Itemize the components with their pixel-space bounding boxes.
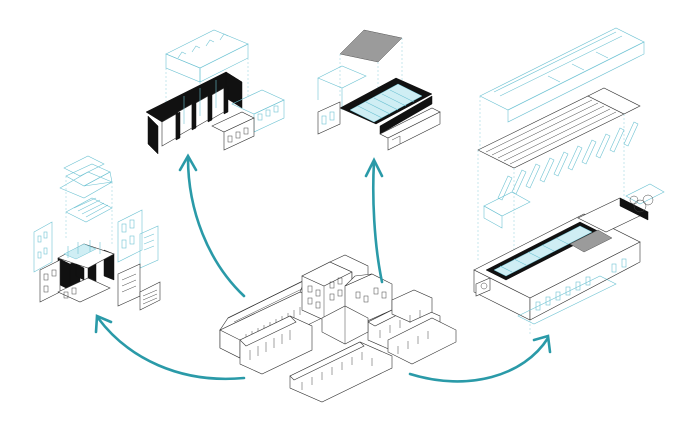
arrow-up-icon — [186, 156, 246, 298]
arrow-up-right-icon — [408, 336, 550, 383]
arrowhead-topleft — [178, 153, 198, 172]
arrow-up-left-icon — [96, 316, 246, 381]
top-center-exploded-block — [317, 29, 441, 151]
arrowhead-right — [532, 334, 552, 354]
right-exploded-factory — [473, 27, 665, 334]
left-exploded-axonometric — [33, 155, 161, 311]
tree-icon — [629, 194, 654, 213]
arrowhead-left — [94, 314, 113, 334]
central-building-complex — [219, 254, 457, 403]
arrow-up-center-icon — [371, 160, 384, 284]
arrows — [94, 153, 552, 383]
arrowhead-topcenter — [364, 157, 384, 178]
top-left-exploded-hall — [145, 29, 285, 155]
